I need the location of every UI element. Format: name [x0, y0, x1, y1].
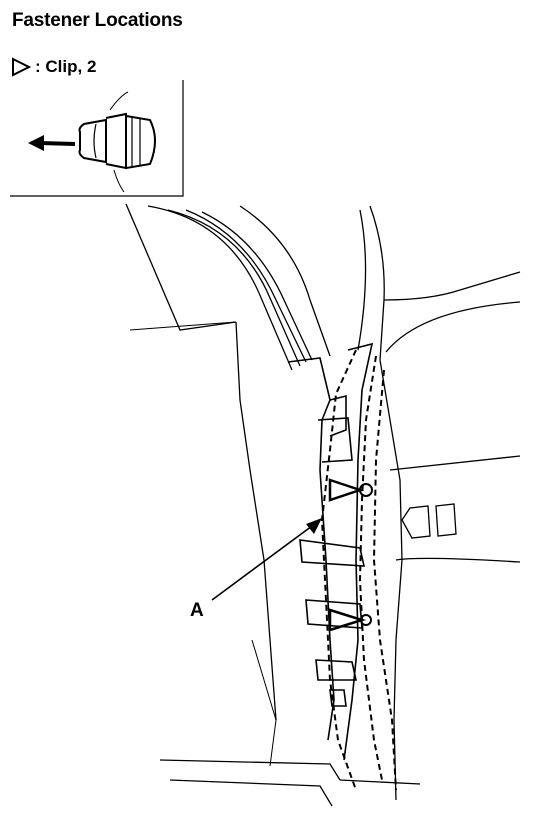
hidden-edge-lines: [320, 349, 397, 791]
clip-icon: [78, 91, 156, 193]
clip-legend: : Clip, 2: [10, 56, 96, 78]
page-title: Fastener Locations: [12, 10, 183, 31]
clip-location-marker-upper: [328, 478, 373, 502]
clip-location-marker-lower: [328, 608, 372, 632]
body-panel-outline: [125, 203, 521, 807]
removal-direction-arrow: [28, 135, 76, 151]
clip-detail-inset: [10, 80, 184, 197]
clip-legend-label: : Clip, 2: [35, 57, 97, 76]
triangle-outline-icon: [12, 57, 32, 77]
callout-label-a: A: [190, 600, 204, 621]
callout-leader-a: [211, 518, 322, 601]
pillar-trim-panel: [287, 342, 374, 761]
